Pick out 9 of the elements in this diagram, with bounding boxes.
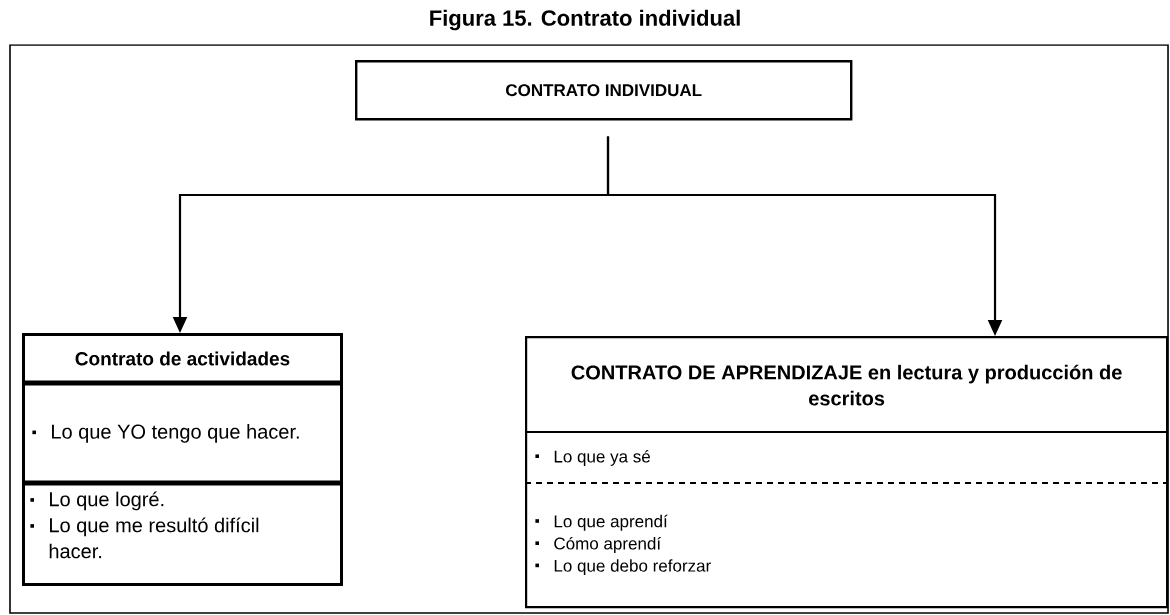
list-item: Lo que ya sé [554, 449, 650, 466]
title-box: CONTRATO INDIVIDUAL [355, 60, 853, 121]
figure-title: Figura 15. Contrato individual [430, 9, 740, 31]
list-item: Lo que logré. [50, 491, 164, 511]
list-item: Lo que debo reforzar [554, 559, 711, 576]
list-item: Lo que YO tengo que hacer. [52, 424, 299, 443]
list-item: Lo que aprendí [554, 514, 668, 531]
list-item: Cómo aprendí [554, 536, 661, 553]
list-item: Lo que me resultó difícil hacer. [49, 517, 259, 559]
